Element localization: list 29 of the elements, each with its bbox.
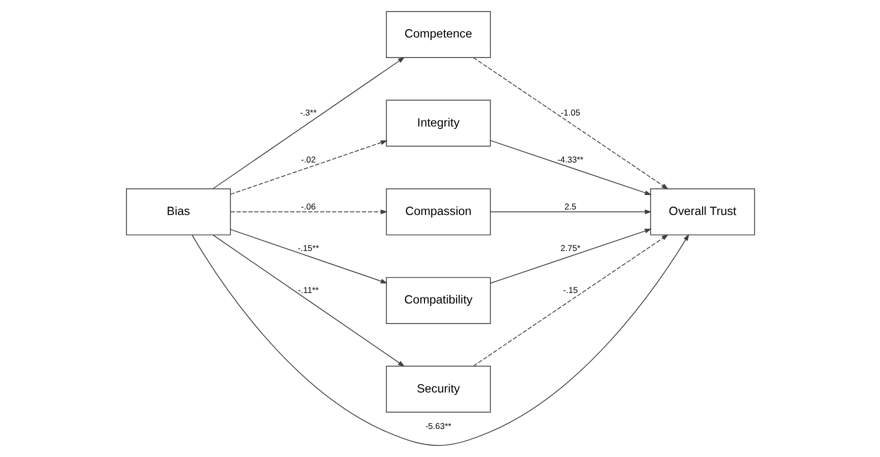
arrow xyxy=(212,57,404,190)
node-box: Security xyxy=(385,366,490,413)
edge-label: -1.05 xyxy=(560,108,580,118)
arrow xyxy=(472,57,668,190)
node-box: Integrity xyxy=(385,100,490,147)
arrow xyxy=(490,228,652,284)
edge-label: -.06 xyxy=(300,201,316,212)
edge-label: 2.5 xyxy=(564,201,576,212)
edge-label: -.15 xyxy=(562,284,578,295)
node-box: Compassion xyxy=(385,188,490,236)
arrow xyxy=(191,234,689,446)
node-box: Bias xyxy=(125,188,230,236)
node-box: Competence xyxy=(385,11,490,58)
node-box: Overall Trust xyxy=(650,188,755,236)
edge-label: -4.33** xyxy=(556,154,584,164)
arrow xyxy=(490,209,652,214)
edge-label: -.15** xyxy=(297,243,319,254)
arrow xyxy=(230,209,388,214)
edge-label: 2.75* xyxy=(560,243,580,254)
arrow xyxy=(472,234,668,366)
arrow xyxy=(490,140,652,196)
edge-label: -.02 xyxy=(300,154,316,164)
arrow xyxy=(212,234,404,367)
edge-label: -5.63** xyxy=(424,421,451,432)
arrow xyxy=(230,140,387,195)
edge-label: -.3** xyxy=(300,108,316,118)
edge-label: -.11** xyxy=(298,284,318,295)
node-box: Compatibility xyxy=(385,277,490,324)
arrow xyxy=(230,229,387,284)
